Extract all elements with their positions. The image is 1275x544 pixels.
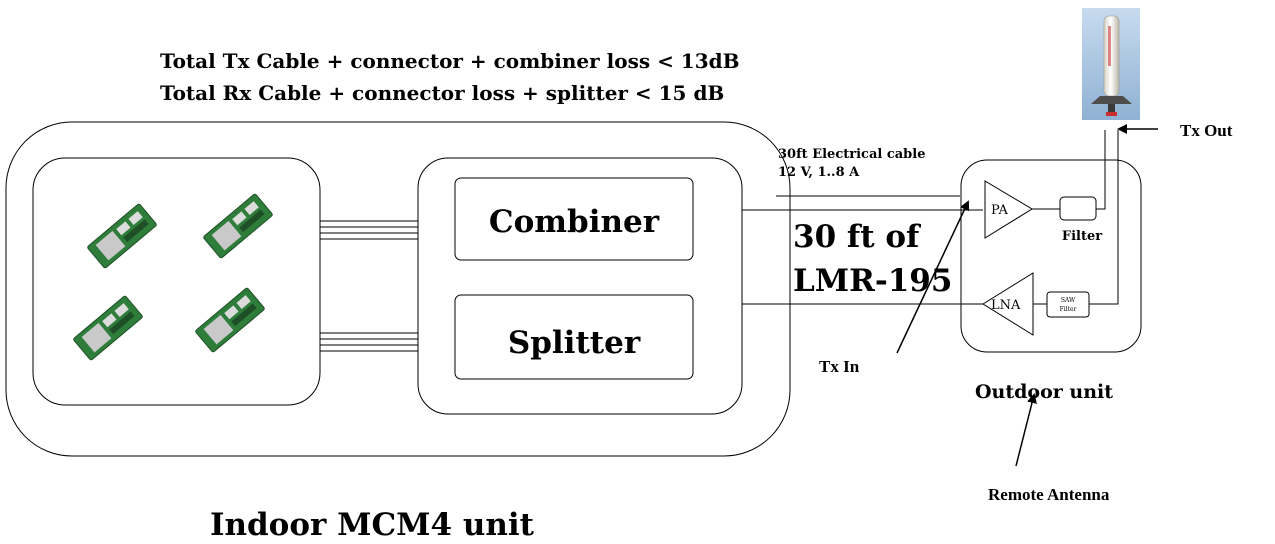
tx-out-label: Tx Out [1180,121,1233,140]
electrical-spec-label: 12 V, 1..8 A [778,165,860,180]
saw-filter-label-top: SAW [1061,297,1076,304]
rx-loss-text: Total Rx Cable + connector loss + splitt… [160,81,724,105]
indoor-unit-label: Indoor MCM4 unit [210,507,535,543]
remote-antenna-label: Remote Antenna [988,485,1110,504]
indoor-unit-enclosure [5,121,791,457]
tx-filter-label: Filter [1062,229,1102,244]
outdoor-unit-label: Outdoor unit [975,381,1113,403]
combiner-splitter-box [417,157,743,415]
bus-lines-combiner [320,220,418,240]
saw-filter [1046,291,1090,318]
mcm-module-top-right [203,193,273,259]
bus-lines-splitter [320,332,418,352]
splitter-label: Splitter [508,325,641,361]
rx-antenna-feed [1089,130,1119,305]
pa-label: PA [991,203,1009,218]
pa-amplifier [984,180,1033,239]
mcm-module-bottom-right [195,287,265,353]
tx-antenna-feed [1096,130,1106,210]
remote-antenna-arrow [1015,393,1037,467]
combiner-block [454,177,694,261]
electrical-cable-label: 30ft Electrical cable [778,147,925,162]
coax-type-label: LMR-195 [793,263,952,299]
outdoor-unit-box [960,159,1142,353]
modules-box [32,157,321,406]
combiner-label: Combiner [489,204,660,240]
tx-loss-text: Total Tx Cable + connector + combiner lo… [160,49,740,73]
coax-length-label: 30 ft of [793,219,921,255]
remote-antenna-picture [1082,8,1140,120]
tx-filter [1059,196,1097,221]
lna-label: LNA [991,298,1021,313]
tx-in-label: Tx In [819,357,860,376]
mcm-module-top-left [87,203,157,269]
splitter-block [454,294,694,380]
tx-in-arrow [896,200,970,354]
mcm-module-bottom-left [73,295,143,361]
saw-filter-label-bottom: Filter [1060,306,1077,313]
